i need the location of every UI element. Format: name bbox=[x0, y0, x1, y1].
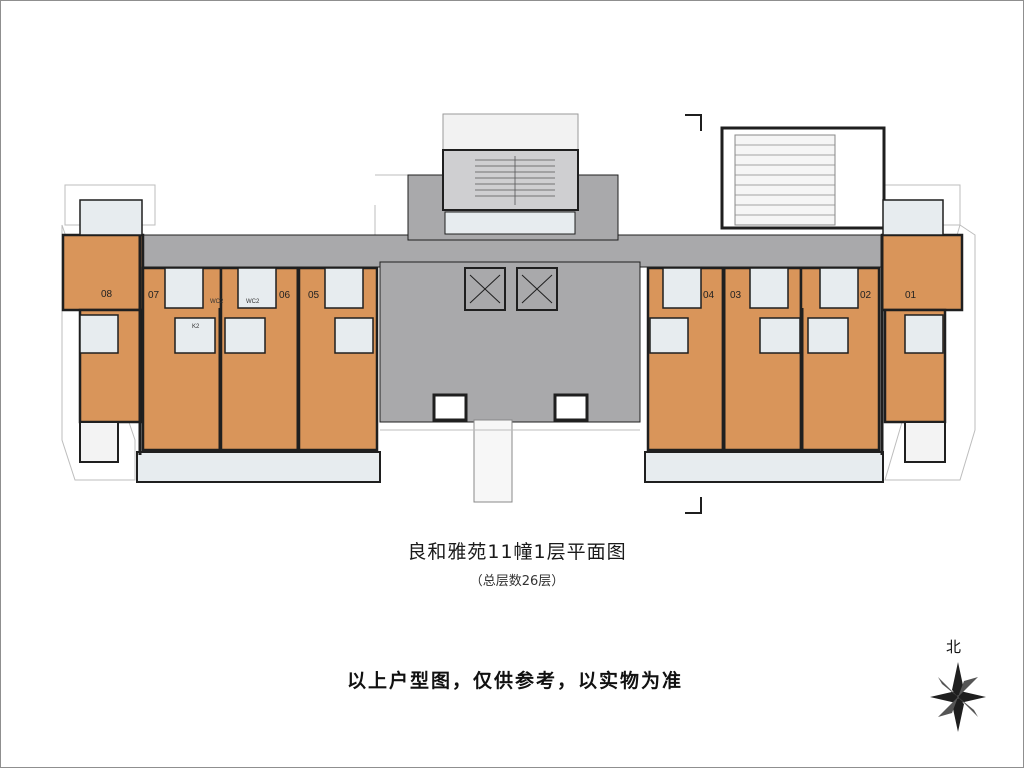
unit-label: 07 bbox=[148, 290, 160, 301]
entrance bbox=[380, 393, 640, 503]
balconies bbox=[79, 421, 946, 483]
elevator-shafts bbox=[464, 267, 558, 311]
unit-label: 02 bbox=[860, 290, 872, 301]
unit-label: 05 bbox=[308, 290, 320, 301]
unit-labels: 08 07 06 05 04 03 02 01 WC2 WC2 K2 bbox=[101, 289, 917, 330]
wc-label: WC2 bbox=[246, 299, 260, 305]
stair-core bbox=[442, 113, 579, 235]
exterior-stair bbox=[720, 126, 886, 230]
floor-plan: 08 07 06 05 04 03 02 01 WC2 WC2 K2 bbox=[61, 113, 976, 514]
north-arrow-icon bbox=[930, 662, 986, 732]
unit-label: 06 bbox=[279, 290, 291, 301]
kitchen-label: K2 bbox=[192, 324, 200, 330]
unit-label: 04 bbox=[703, 290, 715, 301]
wc-label: WC2 bbox=[210, 299, 224, 305]
unit-label: 03 bbox=[730, 290, 742, 301]
unit-label: 08 bbox=[101, 289, 113, 300]
north-label: 北 bbox=[946, 638, 962, 656]
plan-title: 良和雅苑11幢1层平面图 bbox=[407, 541, 627, 563]
unit-label: 01 bbox=[905, 290, 917, 301]
wet-rooms bbox=[79, 199, 944, 354]
disclaimer-text: 以上户型图，仅供参考，以实物为准 bbox=[346, 670, 683, 692]
plan-subtitle: （总层数26层） bbox=[469, 574, 565, 589]
apartments bbox=[61, 233, 964, 452]
